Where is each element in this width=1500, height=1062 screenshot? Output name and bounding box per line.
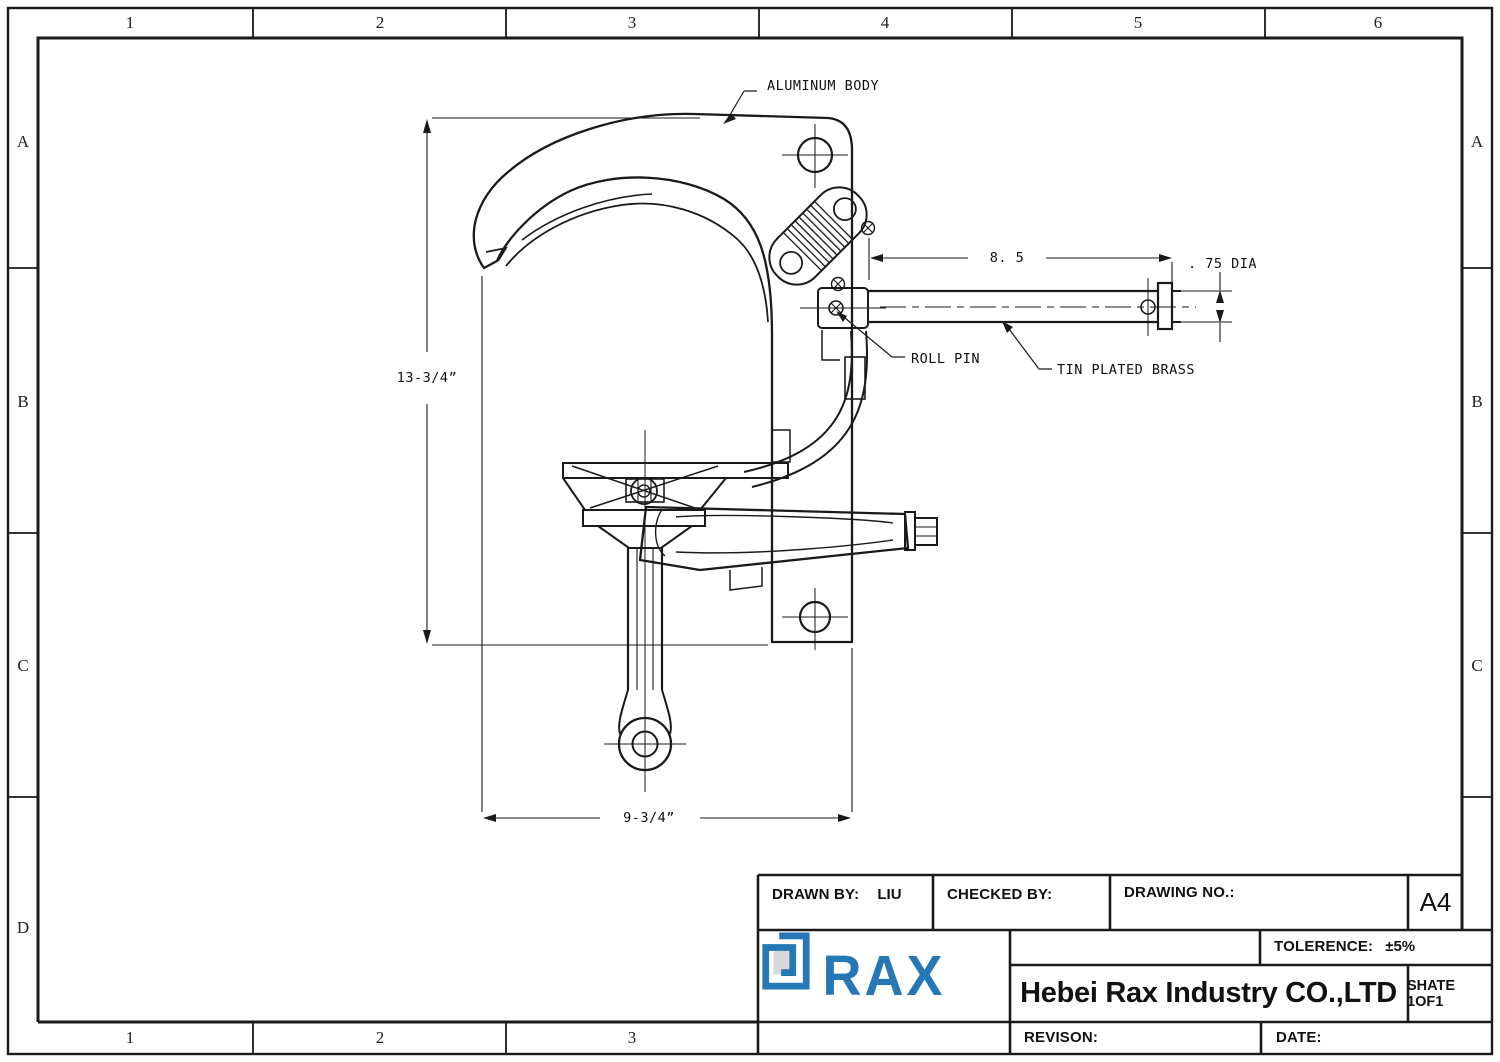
drawn-by-cell: DRAWN BY: LIU [772,886,902,903]
zone-top-2: 2 [375,13,385,32]
drawing-no-label: DRAWING NO.: [1124,884,1235,901]
dimension-overall-width: 9-3/4” [620,810,678,826]
zone-top-3: 3 [627,13,637,32]
dimension-overall-height: 13-3/4” [393,370,461,386]
zone-bottom-3: 3 [627,1028,637,1047]
revision-cell: REVISON: [1024,1029,1098,1046]
drawn-by-label: DRAWN BY: [772,886,860,903]
date-label: DATE: [1276,1029,1322,1046]
dimension-shaft-length: 8. 5 [986,250,1028,266]
tolerance-label: TOLERENCE: [1274,938,1374,955]
callout-roll-pin: ROLL PIN [911,351,981,367]
zone-bottom-2: 2 [375,1028,385,1047]
checked-by-cell: CHECKED BY: [947,886,1052,903]
callout-tin-plated-brass: TIN PLATED BRASS [1057,362,1196,378]
zone-top-4: 4 [880,13,890,32]
tolerance-cell: TOLERENCE: ±5% [1274,938,1415,955]
zone-top-5: 5 [1133,13,1143,32]
drawing-no-cell: DRAWING NO.: [1124,884,1235,901]
sheet-cell: SHATE 1OF1 [1407,965,1492,1022]
zone-top-1: 1 [125,13,135,32]
paper-size: A4 [1419,887,1452,917]
rax-logo-icon [762,932,810,990]
zone-left-d: D [16,918,30,937]
revision-label: REVISON: [1024,1029,1099,1046]
checked-by-label: CHECKED BY: [947,886,1053,903]
zone-right-a: A [1470,132,1484,151]
zone-right-c: C [1471,656,1483,675]
company-logo: RAX [758,930,1010,1022]
zone-right-b: B [1471,392,1483,411]
tolerance-value: ±5% [1385,938,1416,955]
rax-logo-text: RAX [822,944,946,1008]
zone-left-c: C [17,656,29,675]
title-block: DRAWN BY: LIU CHECKED BY: DRAWING NO.: A… [758,875,1492,1054]
zone-left-a: A [16,132,30,151]
zone-left-b: B [17,392,29,411]
company-name: Hebei Rax Industry CO.,LTD [1020,977,1397,1009]
drawn-by-value: LIU [877,886,902,903]
dimension-shaft-diameter: . 75 DIA [1188,256,1258,272]
date-cell: DATE: [1276,1029,1322,1046]
paper-size-cell: A4 [1408,875,1463,930]
callout-aluminum-body: ALUMINUM BODY [767,78,880,94]
sheet-label: SHATE 1OF1 [1407,977,1456,1010]
company-name-cell: Hebei Rax Industry CO.,LTD [1010,965,1407,1022]
zone-bottom-1: 1 [125,1028,135,1047]
zone-top-6: 6 [1373,13,1383,32]
